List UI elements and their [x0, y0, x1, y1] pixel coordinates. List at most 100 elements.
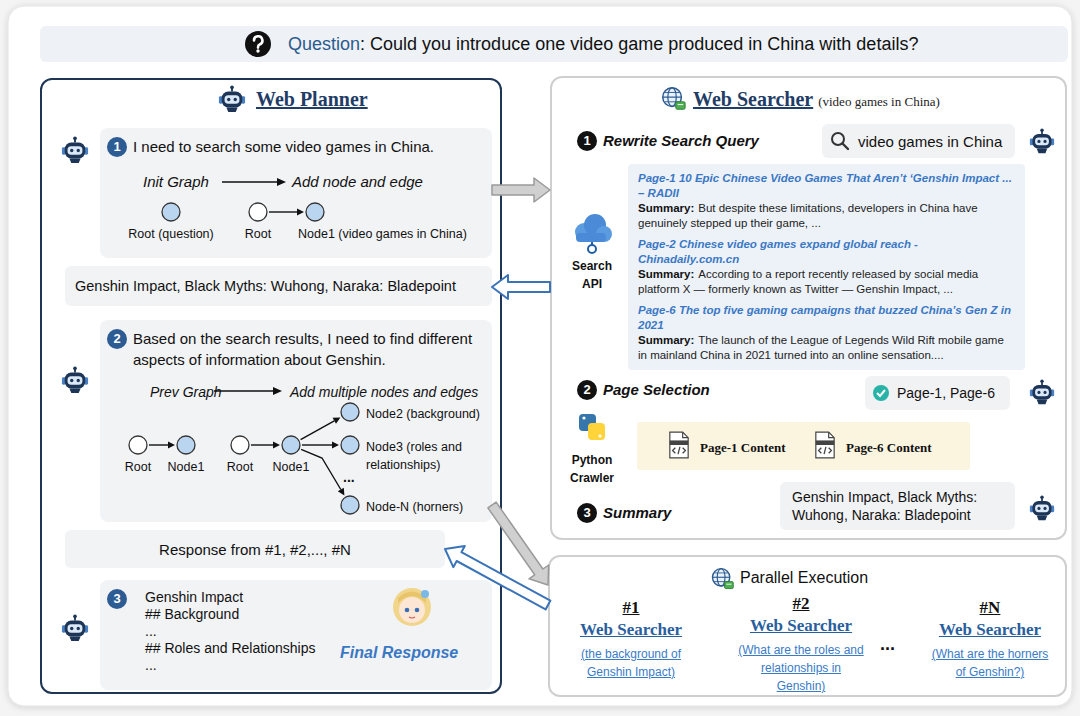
text-line: Final Response	[340, 644, 458, 662]
graph-node: Node1	[281, 435, 301, 455]
result-band: Genshin Impact, Black Myths: Wuhong, Nar…	[65, 266, 492, 306]
graph-step-label: Add node and edge	[292, 173, 423, 190]
python-icon	[579, 414, 605, 440]
text-line: 2	[107, 329, 127, 349]
node-circle-shape	[249, 203, 267, 221]
results-box: Page-1 10 Epic Chinese Video Games That …	[628, 164, 1025, 370]
text-line: Root	[215, 457, 265, 475]
parallel-panel: Parallel Execution#1Web Searcher(the bac…	[548, 555, 1067, 697]
box-text: Genshin Impact, Black Myths: Wuhong, Nar…	[792, 489, 977, 523]
question-label: Question	[288, 34, 360, 54]
response-line: ...	[145, 657, 157, 673]
block-arrow	[445, 546, 550, 609]
searcher-number: #N	[980, 598, 1001, 617]
step-box: 3Genshin Impact## Background...## Roles …	[100, 580, 492, 690]
text-line: Web Searcher	[925, 620, 1055, 640]
magnifier-icon	[832, 133, 848, 149]
node-circle	[161, 202, 181, 222]
text-line: Page-2 Chinese video games expand global…	[638, 236, 1015, 266]
text-line: Node3 (roles and relationships)	[366, 437, 484, 473]
robot-icon	[1030, 128, 1054, 153]
html-file-icon	[816, 432, 834, 458]
text-line: ...	[145, 622, 157, 640]
node-circle	[230, 435, 250, 455]
question-banner: Question: Could you introduce one video …	[40, 26, 1068, 62]
edge-line	[251, 444, 273, 445]
graph-node-label: Node1	[168, 460, 205, 474]
graph-step-label: Init Graph	[143, 173, 209, 190]
node-circle	[340, 402, 360, 422]
robot-icon	[1030, 495, 1054, 520]
text-line: ...	[343, 468, 355, 486]
text-line: Summary:But despite these limitations, d…	[638, 200, 1015, 230]
callout-number: 2	[107, 329, 127, 349]
robot-icon	[1030, 379, 1054, 404]
graph-node-label: Node1 (video games in China)	[298, 227, 467, 241]
text-line: Search API	[561, 256, 623, 292]
searcher-query: (What are the horners of Genshin?)	[932, 647, 1049, 679]
step-box: 2 Based on the search results, I need to …	[100, 320, 492, 522]
ellipsis: ...	[343, 469, 355, 485]
text-line: Page-1 Content	[700, 438, 786, 456]
text-line: #2	[736, 594, 866, 614]
step-text: video games in China	[858, 133, 1002, 150]
edge-line	[301, 421, 335, 440]
final-response-label: Final Response	[340, 644, 458, 661]
text-line: Summary:According to a report recently r…	[638, 266, 1015, 296]
page-title: Page-2 Chinese video games expand global…	[638, 238, 918, 265]
flow-arrow	[492, 178, 550, 202]
text-line: 3	[107, 589, 127, 609]
summary-box: Genshin Impact, Black Myths: Wuhong, Nar…	[780, 482, 1015, 530]
section-title: Parallel Execution	[740, 569, 868, 586]
graph-edge	[302, 442, 339, 449]
text-line: Summary	[603, 504, 671, 522]
node-circle	[281, 435, 301, 455]
response-line: ...	[145, 623, 157, 639]
page-content-label: Page-1 Content	[700, 440, 786, 455]
check-icon	[873, 385, 889, 401]
query-box: video games in China	[822, 124, 1015, 158]
node-circle-shape	[341, 496, 359, 514]
page-content-label: Page-6 Content	[846, 440, 932, 455]
node-circle-shape	[282, 436, 300, 454]
text-line: Based on the search results, I need to f…	[133, 328, 483, 370]
response-line: ## Background	[145, 606, 239, 622]
card	[8, 6, 1072, 706]
edge-line	[269, 211, 297, 212]
graph-node-label: Root	[125, 460, 151, 474]
box-text: Page-1, Page-6	[897, 385, 995, 401]
searcher-title: Web Searcher	[939, 620, 1041, 639]
graph-node-label: Root	[245, 227, 271, 241]
response-line: ## Roles and Relationships	[145, 640, 315, 656]
text-line: (What are the horners of Genshin?)	[925, 644, 1055, 680]
edge-line	[301, 449, 341, 489]
graph-node-label: Node-N (horners)	[366, 500, 463, 514]
graph-step-arrow	[214, 387, 282, 395]
graph-node-label: Node1	[273, 460, 310, 474]
graph-node: Node2 (background)	[340, 402, 360, 422]
page-title: Page-6 The top five gaming campaigns tha…	[638, 304, 1011, 331]
text-line: #1	[566, 598, 696, 618]
text-line: Root	[233, 224, 283, 242]
callout-number: 1	[107, 137, 127, 157]
graph-step-label: Add multiple nodes and edges	[290, 384, 478, 400]
globe-icon	[663, 88, 685, 109]
text-line: Response from #1, #2,..., #N	[159, 539, 351, 560]
robot-icon	[219, 85, 245, 112]
panel-title: Web Searcher	[693, 88, 813, 110]
step-text: Based on the search results, I need to f…	[133, 330, 472, 368]
node-circle-shape	[231, 436, 249, 454]
node-circle-shape	[341, 403, 359, 421]
step-box: 1I need to search some video games in Ch…	[100, 128, 492, 258]
graph-step-label: Prev Graph	[150, 384, 222, 400]
text-line: Node1	[161, 457, 211, 475]
text-line: Add multiple nodes and edges	[290, 383, 478, 401]
text-line: ...	[880, 634, 895, 655]
text-line: Page-6 The top five gaming campaigns tha…	[638, 302, 1015, 332]
result-text: Genshin Impact, Black Myths: Wuhong, Nar…	[75, 278, 456, 294]
text-line: Page-1, Page-6	[897, 384, 995, 402]
text-line: 2	[577, 380, 597, 400]
response-band: Response from #1, #2,..., #N	[65, 530, 445, 568]
graph-step-arrow	[222, 178, 286, 186]
planner-panel: Web Planner1I need to search some video …	[40, 78, 502, 694]
